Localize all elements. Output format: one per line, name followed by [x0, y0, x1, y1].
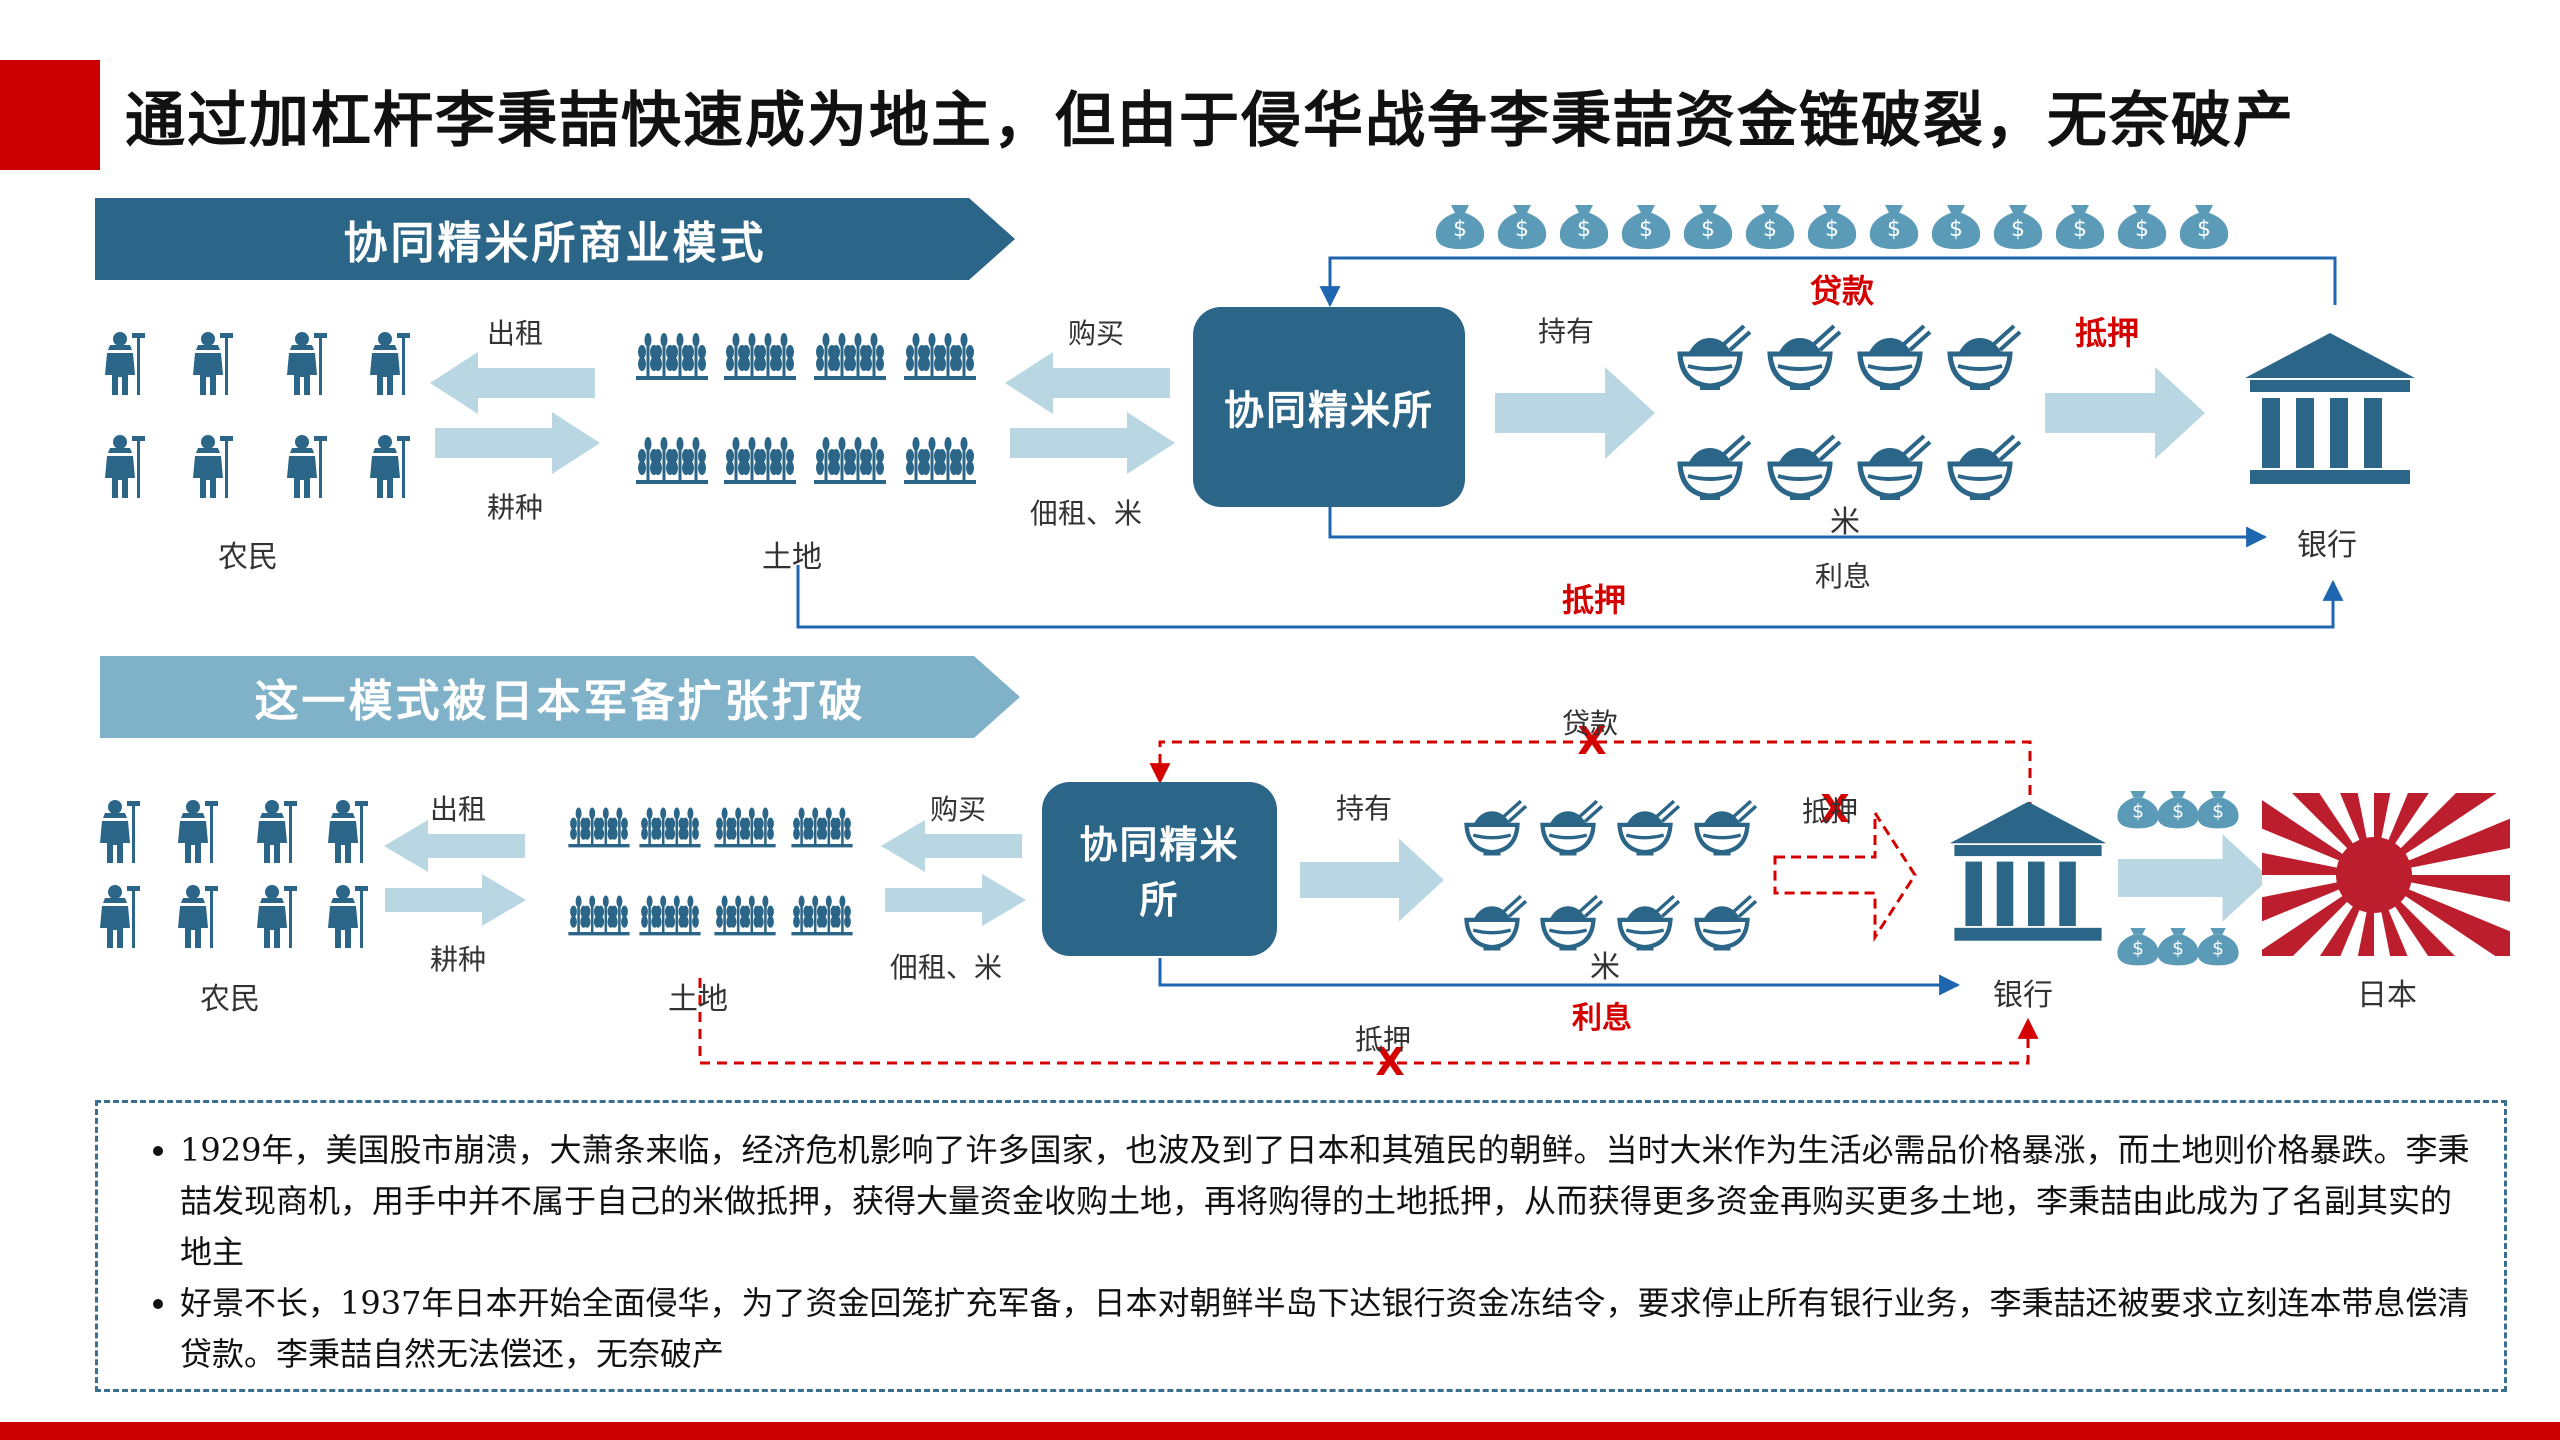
- svg-text:$: $: [1949, 217, 1963, 242]
- buy-label-bottom: 购买: [930, 793, 987, 826]
- farmers-icon-bottom: [100, 800, 368, 948]
- land-wheat-icon-bottom: [568, 807, 852, 935]
- interest-label-top: 利息: [1815, 560, 1872, 593]
- loan-line-bottom: [1149, 740, 2032, 812]
- svg-text:$: $: [1577, 217, 1591, 242]
- land-mortgage-line-bottom: [698, 978, 2039, 1065]
- svg-text:$: $: [1639, 217, 1653, 242]
- land-mortgage-line-top: [796, 565, 2344, 629]
- land-wheat-icon-top: [636, 333, 976, 484]
- company-box-top: 协同精米所: [1193, 307, 1465, 507]
- svg-text:$: $: [2132, 801, 2144, 822]
- farmers-icon-top: [105, 332, 410, 498]
- bank-icon-bottom: [1949, 801, 2107, 941]
- farm-label-top: 耕种: [487, 491, 544, 524]
- loan-label-top: 贷款: [1810, 272, 1875, 310]
- svg-text:$: $: [1515, 217, 1529, 242]
- svg-text:$: $: [2172, 938, 2184, 959]
- farmers-label-top: 农民: [218, 540, 278, 575]
- japan-label: 日本: [2357, 978, 2417, 1013]
- sun-ray: [2262, 852, 2374, 875]
- top-section-banner: 协同精米所商业模式: [95, 198, 1015, 280]
- bank-label-top: 银行: [2297, 528, 2357, 563]
- buy-label-top: 购买: [1068, 317, 1125, 350]
- svg-text:$: $: [1763, 217, 1777, 242]
- land-label-top: 土地: [762, 540, 822, 575]
- note-item: 好景不长，1937年日本开始全面侵华，为了资金回笼扩充军备，日本对朝鲜半岛下达银…: [180, 1278, 2474, 1380]
- rice-bowls-icon-top: [1680, 326, 2020, 500]
- svg-text:$: $: [2073, 217, 2087, 242]
- farmers-label-bottom: 农民: [200, 982, 260, 1017]
- rent-label-top: 出租: [487, 317, 544, 350]
- bank-to-japan-arrow: [2118, 834, 2270, 922]
- land-label-bottom: 土地: [668, 982, 728, 1017]
- buy-arrow-top: [1005, 352, 1170, 414]
- rent-arrow-bottom: [384, 820, 525, 872]
- rice-bowls-icon-bottom: [1467, 801, 1757, 950]
- tenant-arrow-top: [1010, 412, 1175, 474]
- mortgage-label-bottom-rice: 抵押: [1802, 795, 1859, 828]
- company-box-bottom: 协同精米所: [1042, 782, 1277, 956]
- bottom-section-banner: 这一模式被日本军备扩张打破: [100, 656, 1020, 738]
- page-title: 通过加杠杆李秉喆快速成为地主，但由于侵华战争李秉喆资金链破裂，无奈破产: [125, 86, 2295, 156]
- mortgage-label-top-land: 抵押: [1562, 581, 1627, 619]
- loan-line-top: [1319, 256, 2337, 308]
- money-symbol: $: [1453, 217, 1467, 242]
- farm-arrow-top: [435, 412, 600, 474]
- interest-label-bottom: 利息: [1572, 1001, 1632, 1036]
- notes-list: 1929年，美国股市崩溃，大萧条来临，经济危机影响了许多国家，也波及到了日本和其…: [128, 1125, 2474, 1380]
- svg-text:$: $: [2212, 938, 2224, 959]
- sun-ray: [2374, 875, 2510, 956]
- svg-text:$: $: [2011, 217, 2025, 242]
- hold-label-top: 持有: [1538, 315, 1595, 348]
- rice-label-top: 米: [1830, 505, 1860, 540]
- interest-line-top: [1328, 505, 2268, 548]
- svg-text:$: $: [2132, 938, 2144, 959]
- farm-arrow-bottom: [385, 874, 526, 926]
- svg-text:$: $: [2197, 217, 2211, 242]
- bank-icon-top: [2245, 333, 2415, 484]
- notes-box: 1929年，美国股市崩溃，大萧条来临，经济危机影响了许多国家，也波及到了日本和其…: [95, 1100, 2507, 1392]
- tenant-rice-label-top: 佃租、米: [1030, 497, 1143, 530]
- mortgage-arrow-top: [2045, 367, 2205, 459]
- note-item: 1929年，美国股市崩溃，大萧条来临，经济危机影响了许多国家，也波及到了日本和其…: [180, 1125, 2474, 1278]
- interest-line-bottom: [1158, 958, 1961, 996]
- hold-arrow-bottom: [1300, 838, 1444, 922]
- cross-mark-mortgage: X: [1820, 787, 1849, 831]
- rent-label-bottom: 出租: [430, 793, 487, 826]
- money-bags-bottom: $ $ $ $ $ $: [2117, 791, 2239, 966]
- sun-ray: [2374, 793, 2391, 875]
- buy-arrow-bottom: [881, 820, 1022, 872]
- rent-arrow-top: [430, 352, 595, 414]
- svg-text:$: $: [2135, 217, 2149, 242]
- sun-ray: [2357, 875, 2374, 956]
- hold-arrow-top: [1495, 367, 1655, 459]
- svg-text:$: $: [2212, 801, 2224, 822]
- loan-label-bottom: 贷款: [1562, 707, 1619, 740]
- bottom-accent-bar: [0, 1422, 2560, 1440]
- sun-ray: [2319, 875, 2374, 956]
- broken-mortgage-arrow-bottom: [1773, 807, 1917, 943]
- cross-mark-loan: X: [1577, 719, 1606, 763]
- hold-label-bottom: 持有: [1336, 792, 1393, 825]
- mortgage-label-bottom-land: 抵押: [1355, 1023, 1412, 1056]
- tenant-arrow-bottom: [885, 874, 1026, 926]
- money-bags-top: $ $ $ $ $ $ $ $ $ $ $ $ $: [1435, 205, 2229, 249]
- svg-text:$: $: [1701, 217, 1715, 242]
- sun-ray: [2262, 875, 2374, 956]
- bank-label-bottom: 银行: [1993, 978, 2053, 1013]
- svg-text:$: $: [1887, 217, 1901, 242]
- rice-label-bottom: 米: [1590, 950, 1620, 985]
- svg-text:$: $: [2172, 801, 2184, 822]
- sun-ray: [2374, 875, 2510, 903]
- svg-text:$: $: [1825, 217, 1839, 242]
- business-model-diagram: $ $ $ $ $ $ $ $ $ $ $ $ $: [100, 205, 2510, 1084]
- farm-label-bottom: 耕种: [430, 943, 487, 976]
- cross-mark-land-mortgage: X: [1375, 1040, 1404, 1084]
- rising-sun-flag-icon: [2262, 793, 2510, 956]
- mortgage-label-top-rice: 抵押: [2075, 314, 2140, 352]
- tenant-rice-label-bottom: 佃租、米: [890, 951, 1003, 984]
- title-accent-block: [0, 60, 100, 170]
